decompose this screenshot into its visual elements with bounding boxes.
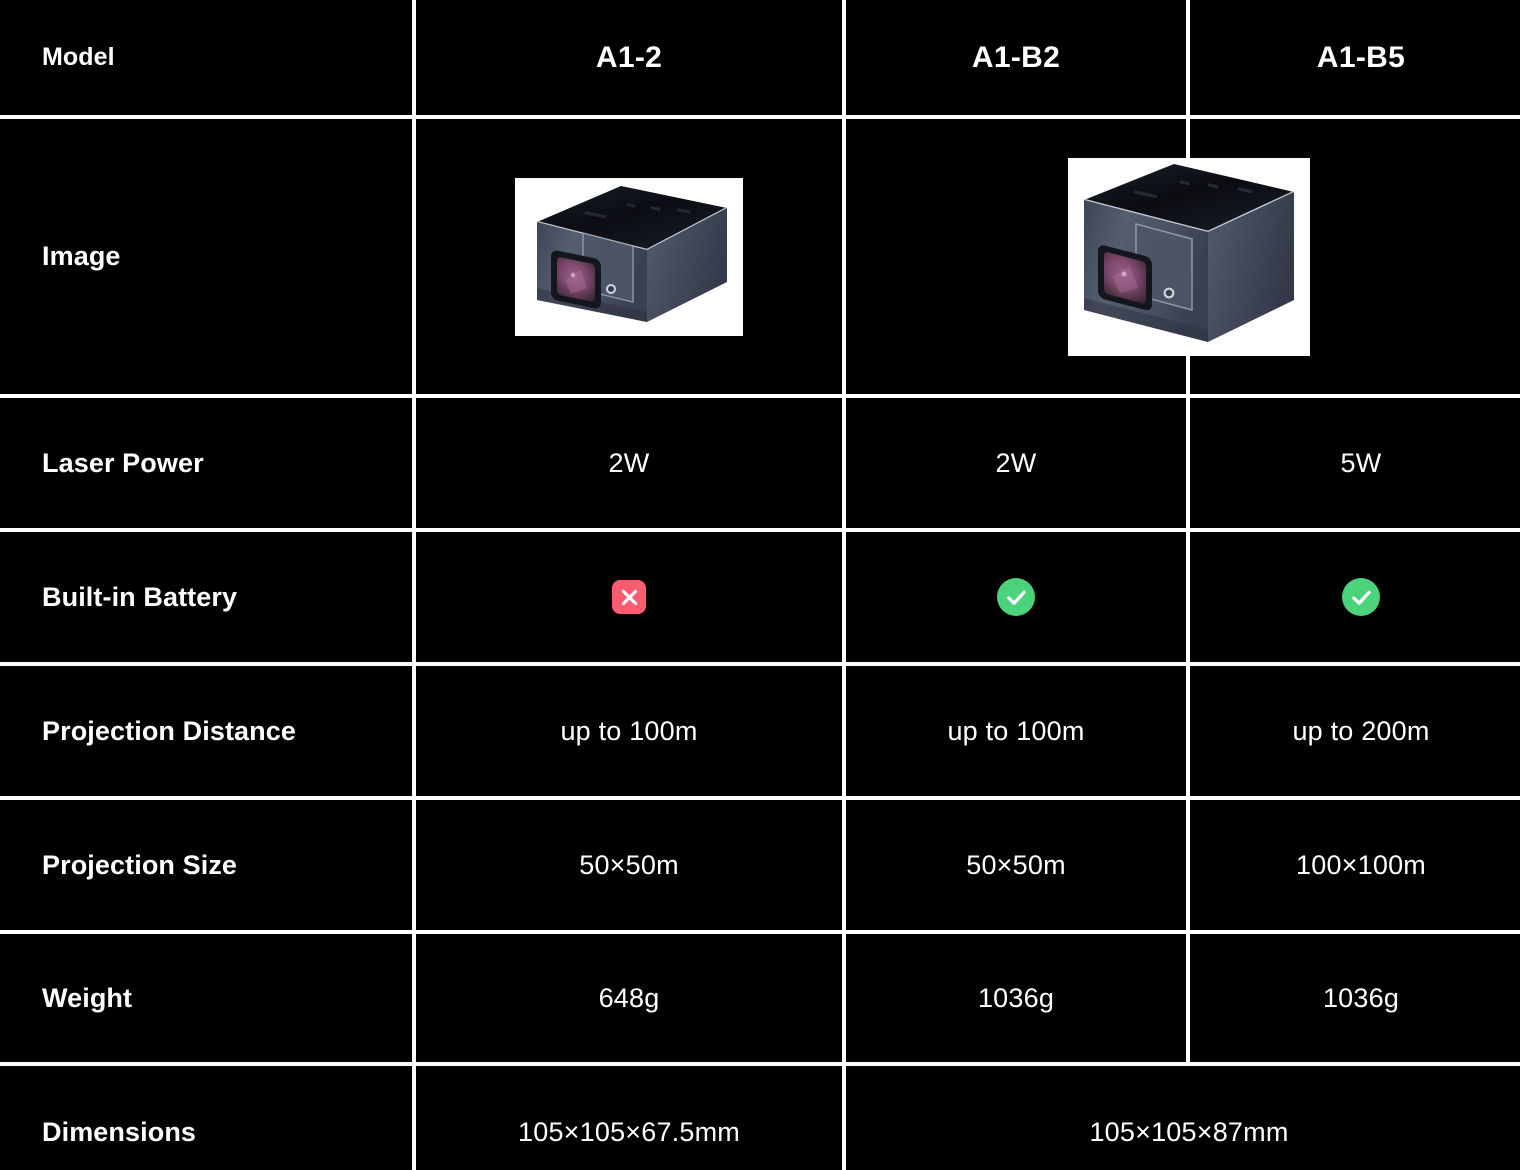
projection-distance-a1-2: up to 100m	[416, 666, 842, 796]
weight-a1-b5-value: 1036g	[1322, 982, 1400, 1013]
projection-size-a1-b2-value: 50×50m	[966, 849, 1066, 880]
header-label-model: Model	[42, 43, 115, 71]
product-image-a1-b2	[1068, 157, 1310, 356]
laser-power-a1-2-value: 2W	[608, 447, 650, 478]
projection-size-a1-b5-value: 100×100m	[1296, 849, 1426, 880]
cross-icon	[612, 580, 646, 614]
dimensions-a1-b2-b5: 105×105×87mm	[846, 1066, 1520, 1170]
row-label-weight-text: Weight	[42, 982, 133, 1013]
weight-a1-b2-value: 1036g	[977, 982, 1055, 1013]
weight-a1-2: 648g	[416, 934, 842, 1062]
row-label-dimensions-text: Dimensions	[42, 1116, 197, 1147]
row-label-projection-distance-text: Projection Distance	[42, 715, 296, 746]
battery-a1-b5	[1190, 532, 1520, 662]
weight-a1-b5: 1036g	[1190, 934, 1520, 1062]
check-icon	[997, 578, 1035, 616]
check-icon	[1342, 578, 1380, 616]
projection-size-a1-b5: 100×100m	[1190, 800, 1520, 930]
row-label-built-in-battery-text: Built-in Battery	[42, 581, 238, 612]
image-cell-a1-b2-b5	[846, 119, 1520, 394]
product-image-a1-2	[515, 177, 743, 336]
laser-power-a1-b5: 5W	[1190, 398, 1520, 528]
laser-power-a1-b2: 2W	[846, 398, 1186, 528]
dimensions-a1-2-value: 105×105×67.5mm	[518, 1116, 740, 1147]
header-cell-a1-b2: A1-B2	[846, 0, 1186, 115]
projection-size-a1-b2: 50×50m	[846, 800, 1186, 930]
header-model-a1-b2: A1-B2	[971, 40, 1061, 74]
header-model-a1-2: A1-2	[595, 40, 663, 74]
projection-distance-a1-b5: up to 200m	[1190, 666, 1520, 796]
row-label-image: Image	[0, 119, 412, 394]
projection-size-a1-2: 50×50m	[416, 800, 842, 930]
row-label-projection-distance: Projection Distance	[0, 666, 412, 796]
row-label-dimensions: Dimensions	[0, 1066, 412, 1170]
weight-a1-b2: 1036g	[846, 934, 1186, 1062]
projection-size-a1-2-value: 50×50m	[579, 849, 679, 880]
row-label-projection-size-text: Projection Size	[42, 849, 238, 880]
row-label-laser-power: Laser Power	[0, 398, 412, 528]
laser-power-a1-2: 2W	[416, 398, 842, 528]
row-label-projection-size: Projection Size	[0, 800, 412, 930]
dimensions-a1-b2-b5-value: 105×105×87mm	[1089, 1116, 1289, 1147]
row-label-laser-power-text: Laser Power	[42, 447, 204, 478]
battery-a1-2	[416, 532, 842, 662]
battery-a1-b2	[846, 532, 1186, 662]
projection-distance-a1-b2: up to 100m	[846, 666, 1186, 796]
image-cell-a1-2	[416, 119, 842, 394]
weight-a1-2-value: 648g	[598, 982, 660, 1013]
laser-power-a1-b5-value: 5W	[1340, 447, 1382, 478]
laser-power-a1-b2-value: 2W	[995, 447, 1037, 478]
projection-distance-a1-2-value: up to 100m	[560, 715, 698, 746]
projection-distance-a1-b2-value: up to 100m	[947, 715, 1085, 746]
row-label-weight: Weight	[0, 934, 412, 1062]
header-cell-a1-2: A1-2	[416, 0, 842, 115]
dimensions-a1-2: 105×105×67.5mm	[416, 1066, 842, 1170]
header-cell-a1-b5: A1-B5	[1190, 0, 1520, 115]
projection-distance-a1-b5-value: up to 200m	[1292, 715, 1430, 746]
row-label-built-in-battery: Built-in Battery	[0, 532, 412, 662]
header-cell-model: Model	[0, 0, 412, 115]
row-label-image-text: Image	[42, 241, 121, 271]
header-model-a1-b5: A1-B5	[1316, 40, 1406, 74]
